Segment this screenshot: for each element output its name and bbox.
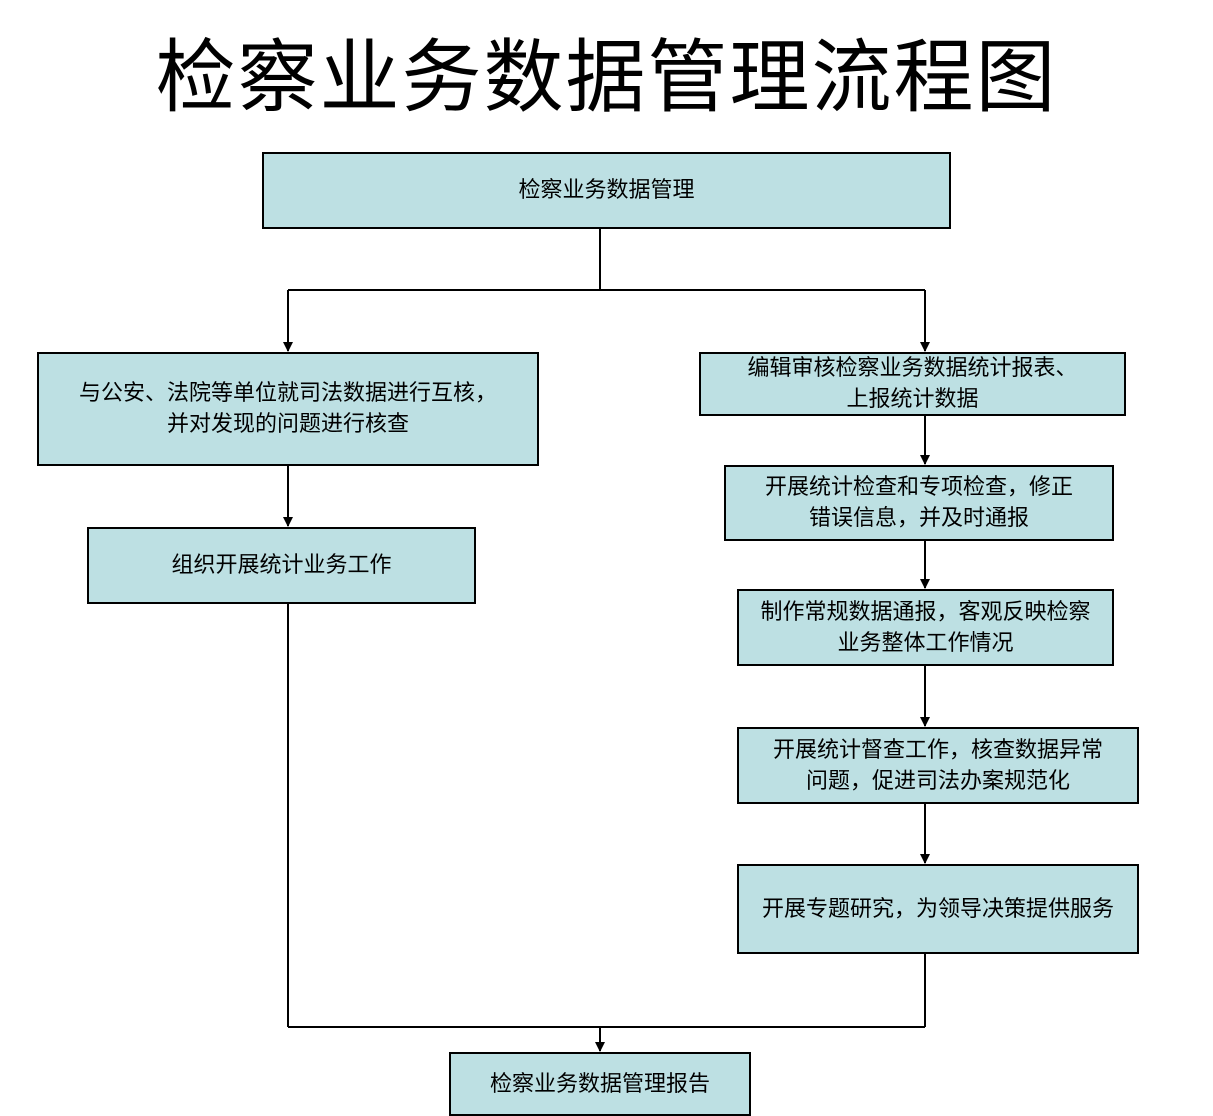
page-title: 检察业务数据管理流程图 bbox=[155, 31, 1058, 124]
node-right-3: 制作常规数据通报，客观反映检察 业务整体工作情况 bbox=[737, 589, 1114, 666]
node-left-1: 与公安、法院等单位就司法数据进行互核， 并对发现的问题进行核查 bbox=[37, 352, 539, 466]
node-report: 检察业务数据管理报告 bbox=[449, 1052, 751, 1116]
node-right-2: 开展统计检查和专项检查，修正 错误信息，并及时通报 bbox=[724, 465, 1114, 541]
node-right-4: 开展统计督查工作，核查数据异常 问题，促进司法办案规范化 bbox=[737, 727, 1139, 804]
node-right-5: 开展专题研究，为领导决策提供服务 bbox=[737, 864, 1139, 954]
node-left-2: 组织开展统计业务工作 bbox=[87, 527, 476, 604]
node-right-1: 编辑审核检察业务数据统计报表、 上报统计数据 bbox=[699, 352, 1126, 416]
node-root: 检察业务数据管理 bbox=[262, 152, 951, 229]
